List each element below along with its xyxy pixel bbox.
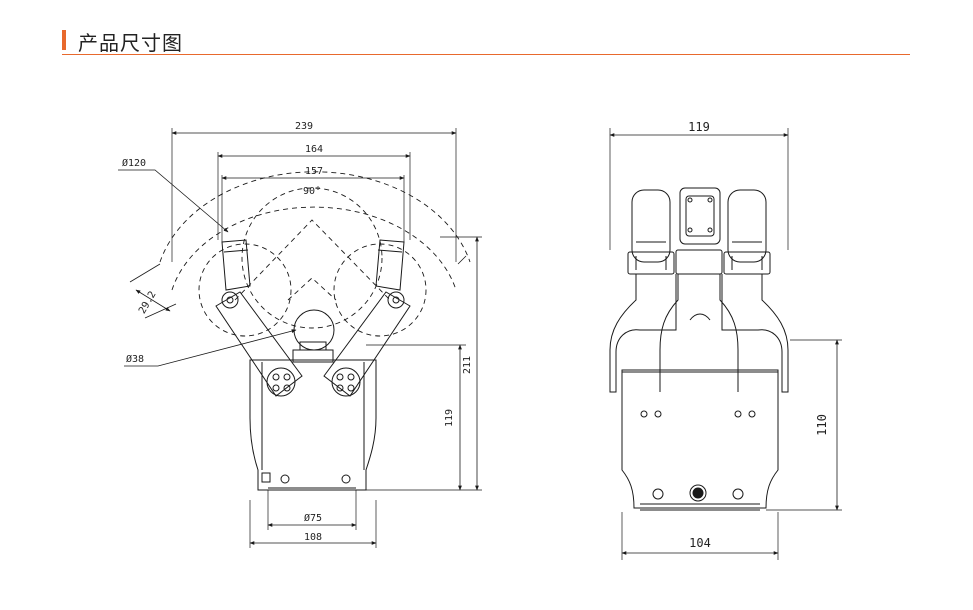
header-rule [62,54,910,55]
front-view [118,128,482,548]
section-header: 产品尺寸图 [62,22,910,56]
side-finger-right [727,189,767,263]
dim-211: 211 [462,356,473,374]
side-finger-left [631,189,671,263]
dim-239: 239 [295,121,313,132]
front-dimension-labels: 239 164 157 90° Ø120 29.2 Ø38 211 119 Ø7… [122,121,473,543]
side-dim-119: 119 [688,120,710,134]
side-dimension-labels: 119 110 104 [688,120,829,550]
accent-bar [62,30,66,50]
dia-38: Ø38 [126,353,144,365]
dim-164: 164 [305,144,323,155]
dim-108: 108 [304,532,322,543]
dia-120: Ø120 [122,157,146,169]
gripper-base [249,359,377,491]
side-dim-104: 104 [689,536,711,550]
side-view [609,128,842,560]
dim-119: 119 [444,409,455,427]
side-finger-center [679,187,721,245]
connector-port [689,484,707,502]
side-dim-110: 110 [815,414,829,436]
left-finger [215,239,303,397]
angle-90: 90° [303,186,321,197]
right-finger [323,239,411,397]
side-body [621,369,779,509]
dia-75: Ø75 [304,512,322,524]
page-title: 产品尺寸图 [78,31,183,55]
dim-157: 157 [305,166,323,177]
motion-range-arcs [159,171,471,337]
dim-29-2: 29.2 [137,290,159,316]
